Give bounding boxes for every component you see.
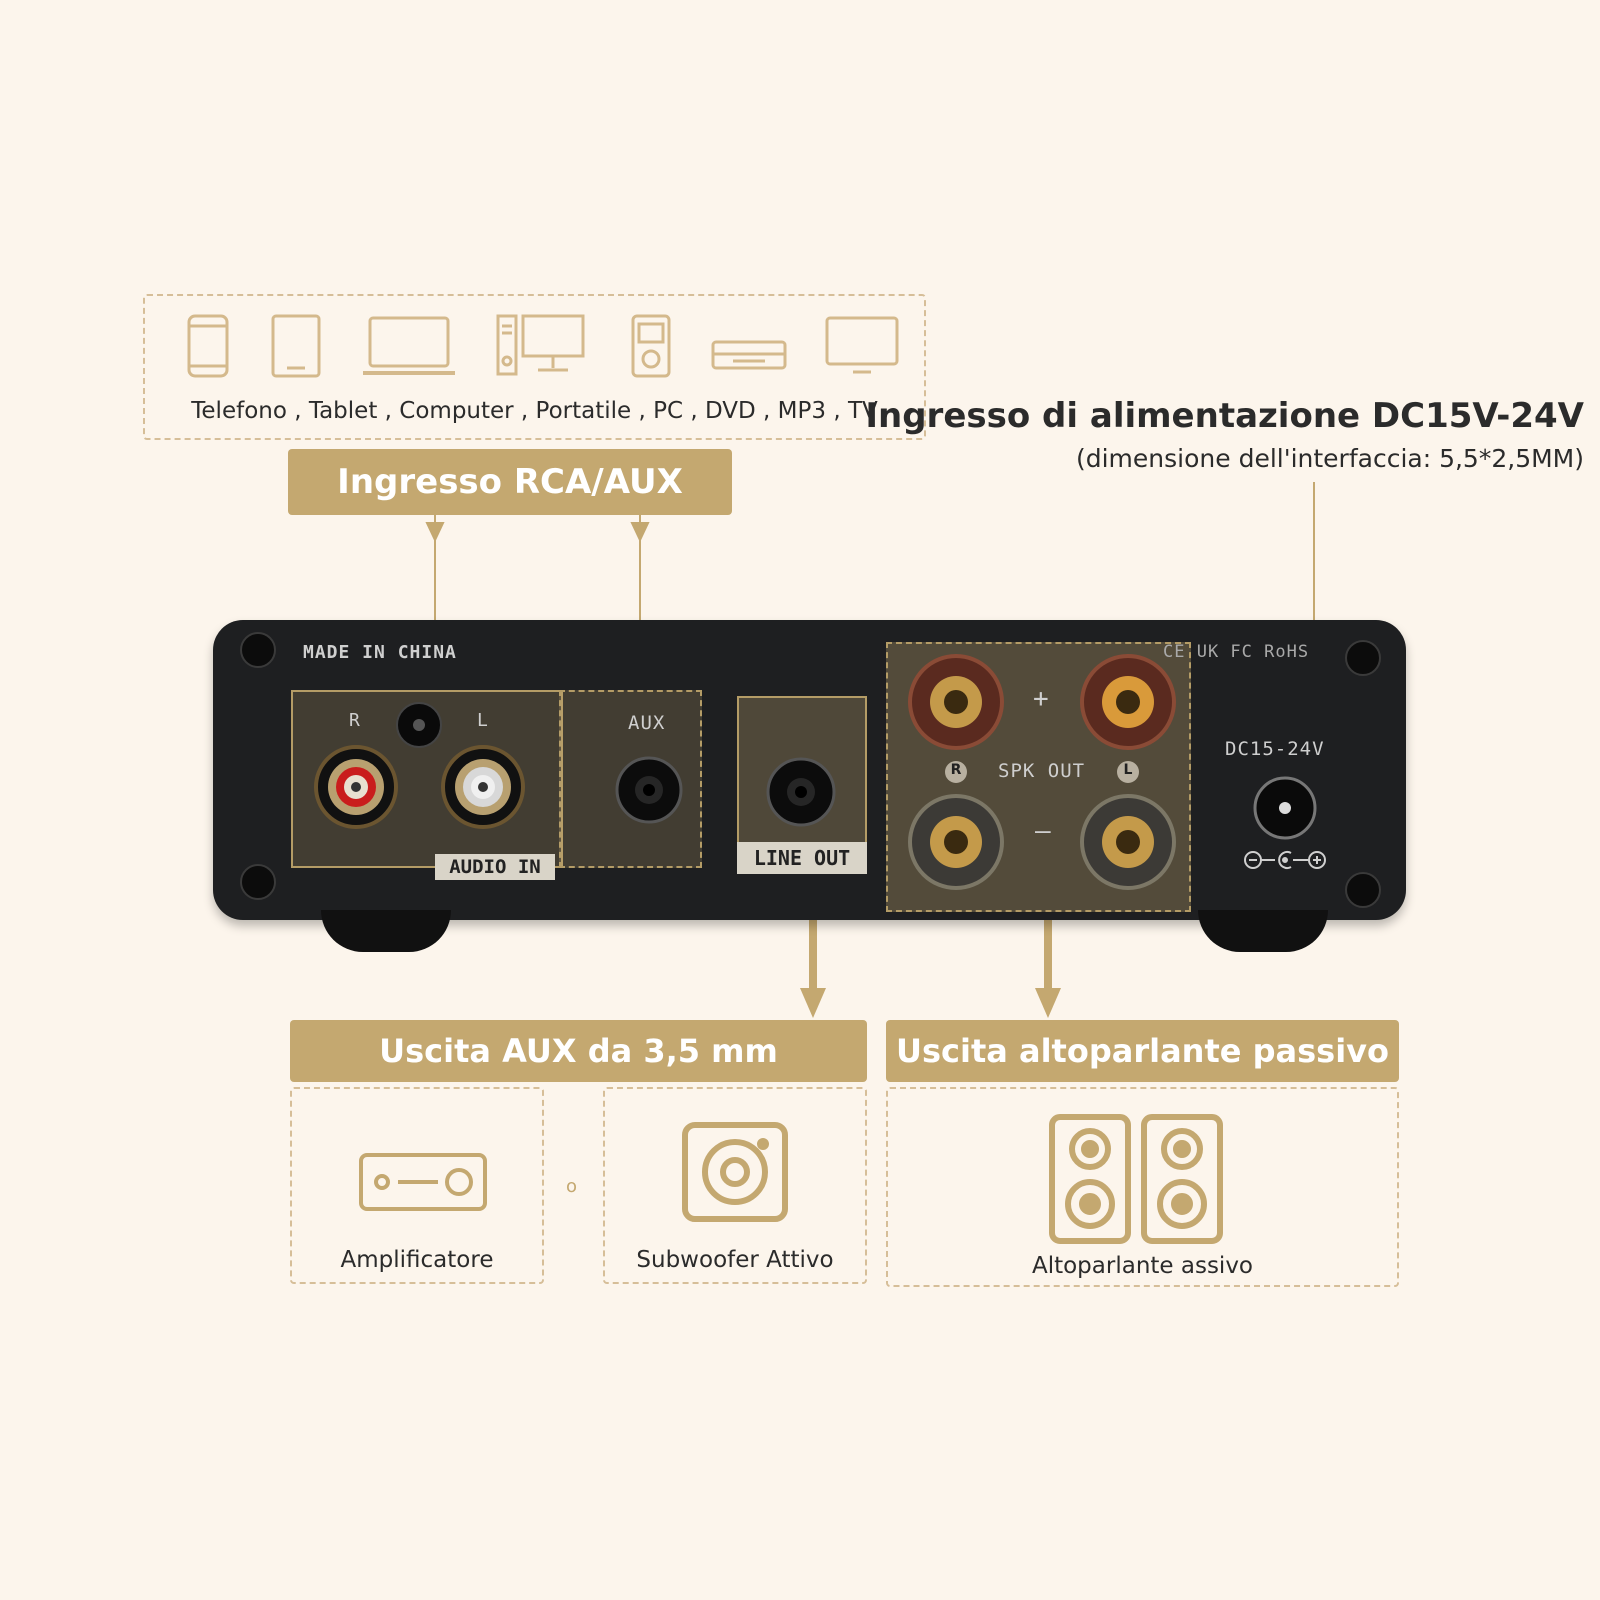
aux-output-label: Uscita AUX da 3,5 mm bbox=[290, 1020, 867, 1082]
amplifier-icon bbox=[359, 1153, 487, 1211]
speaker-output-label: Uscita altoparlante passivo bbox=[886, 1020, 1399, 1082]
minus-label: – bbox=[1035, 816, 1052, 846]
line-out-badge: LINE OUT bbox=[737, 842, 867, 874]
dvd-player-icon bbox=[711, 340, 787, 370]
device-icons-row bbox=[187, 314, 899, 378]
polarity-icon bbox=[1244, 851, 1326, 869]
subwoofer-icon bbox=[682, 1122, 788, 1222]
power-input-subtitle: (dimensione dell'interfaccia: 5,5*2,5MM) bbox=[1075, 444, 1584, 473]
panel-foot-left bbox=[321, 910, 451, 952]
binding-posts bbox=[908, 654, 1176, 890]
speaker-out-arrow bbox=[1035, 988, 1061, 1018]
made-in-label: MADE IN CHINA bbox=[303, 642, 457, 663]
dc-input-label: DC15-24V bbox=[1225, 738, 1325, 760]
subwoofer-output-box: Subwoofer Attivo bbox=[603, 1087, 867, 1284]
dc-power-jack-icon bbox=[1253, 776, 1317, 840]
speaker-terminal-r-plus-icon bbox=[908, 654, 1004, 750]
device-list-caption: Telefono , Tablet , Computer , Portatile… bbox=[191, 398, 878, 424]
line-out-jack bbox=[766, 757, 836, 827]
panel-foot-right bbox=[1198, 910, 1328, 952]
passive-speaker-output-box: Altoparlante assivo bbox=[886, 1087, 1399, 1287]
tablet-icon bbox=[271, 314, 321, 378]
passive-speakers-icon bbox=[1049, 1114, 1223, 1244]
rca-jacks bbox=[314, 702, 525, 829]
line-out-jack-icon bbox=[766, 757, 836, 827]
amplifier-rear-panel: MADE IN CHINA R L AUDIO IN AUX bbox=[213, 620, 1406, 952]
or-separator: o bbox=[566, 1176, 578, 1197]
badge-l-label: L bbox=[1123, 762, 1133, 778]
audio-in-badge: AUDIO IN bbox=[435, 854, 555, 880]
passive-speaker-caption: Altoparlante assivo bbox=[1031, 1253, 1254, 1279]
speaker-terminal-r-minus-icon bbox=[908, 794, 1004, 890]
plus-label: + bbox=[1033, 684, 1050, 714]
aux-jack bbox=[615, 756, 683, 824]
rca-right-jack-icon bbox=[314, 745, 398, 829]
power-input-title: Ingresso di alimentazione DC15V-24V bbox=[865, 396, 1584, 436]
rca-aux-input-label: Ingresso RCA/AUX bbox=[288, 449, 732, 515]
subwoofer-caption: Subwoofer Attivo bbox=[636, 1247, 834, 1273]
desktop-pc-icon bbox=[496, 314, 585, 376]
panel-screws bbox=[240, 632, 1381, 908]
speaker-terminal-l-minus-icon bbox=[1080, 794, 1176, 890]
amplifier-caption: Amplificatore bbox=[340, 1247, 494, 1273]
source-devices-box: Telefono , Tablet , Computer , Portatile… bbox=[143, 294, 926, 440]
certification-marks: CE UK FC RoHS bbox=[1163, 642, 1310, 662]
tv-icon bbox=[825, 316, 899, 374]
speaker-terminal-l-plus-icon bbox=[1080, 654, 1176, 750]
aux-jack-icon bbox=[615, 756, 683, 824]
aux-label: AUX bbox=[628, 712, 666, 734]
rca-r-label: R bbox=[349, 710, 361, 731]
mp3-player-icon bbox=[631, 314, 671, 378]
rca-left-jack-icon bbox=[441, 745, 525, 829]
laptop-icon bbox=[363, 316, 455, 375]
amplifier-output-box: Amplificatore bbox=[290, 1087, 544, 1284]
dc-jack bbox=[1244, 776, 1326, 869]
badge-r-label: R bbox=[950, 762, 962, 778]
line-out-arrow bbox=[800, 988, 826, 1018]
spk-out-label: SPK OUT bbox=[998, 760, 1086, 782]
phone-icon bbox=[187, 314, 229, 378]
rca-l-label: L bbox=[477, 710, 489, 731]
